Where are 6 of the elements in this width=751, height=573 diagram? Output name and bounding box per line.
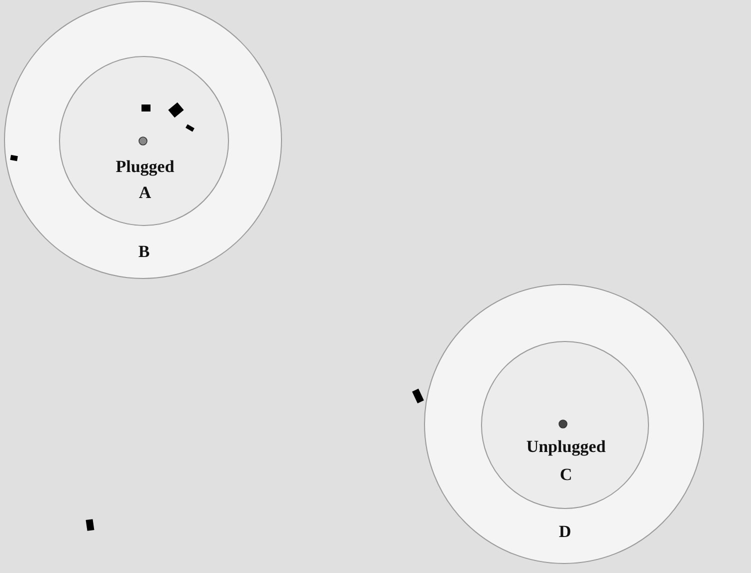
zone-letter: C [560, 465, 572, 485]
zone-letter: A [138, 183, 152, 203]
zone-letter: B [138, 242, 150, 262]
zone-letter: D [558, 522, 572, 542]
status-label: Unplugged [526, 437, 606, 457]
status-label: Plugged [116, 157, 174, 177]
